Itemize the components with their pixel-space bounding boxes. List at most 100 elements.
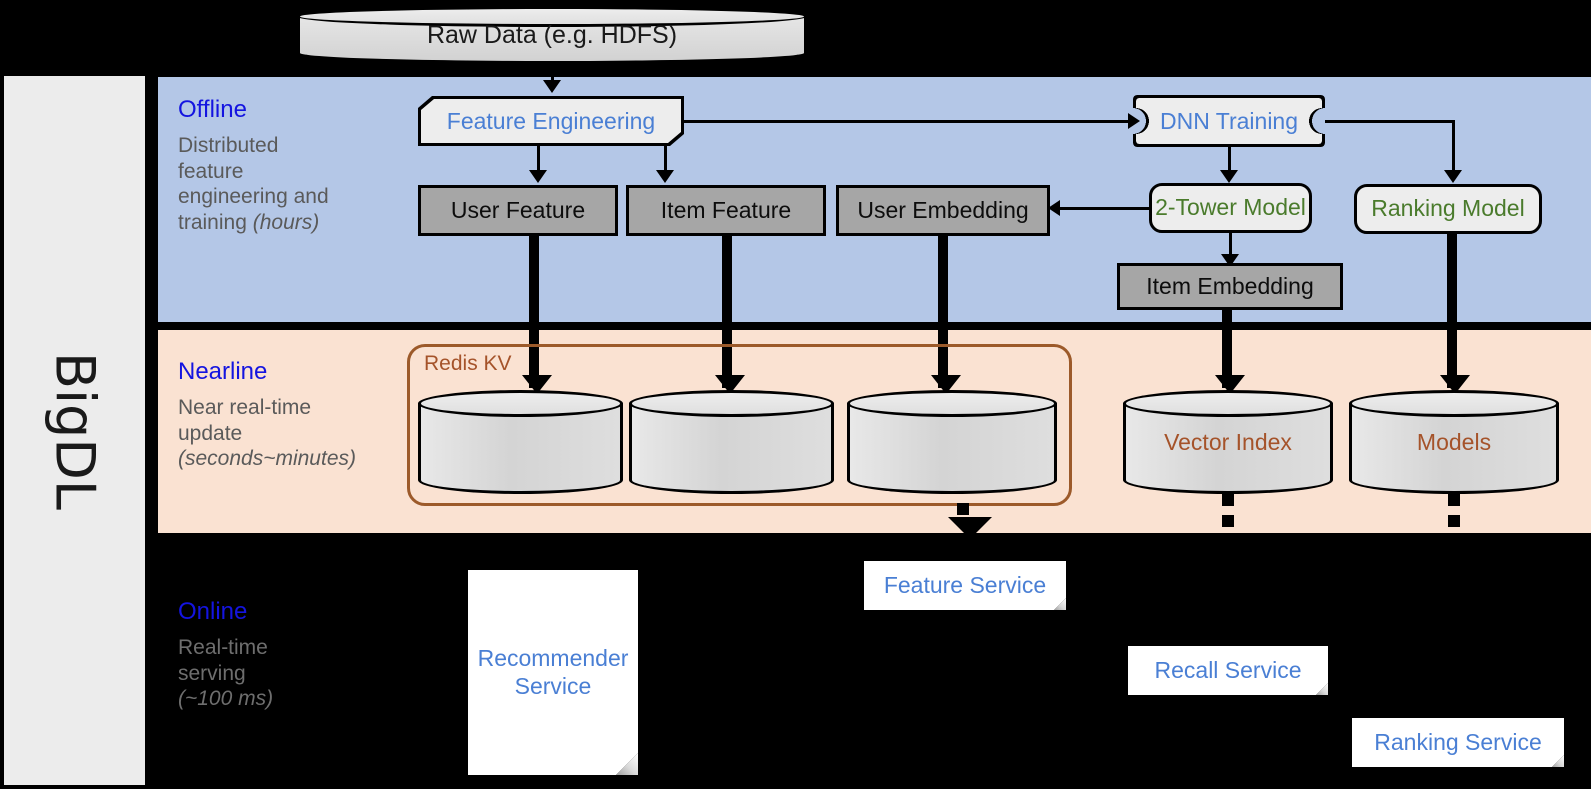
redis-kv-container [407, 344, 1072, 506]
dnn-training-fill [1136, 98, 1322, 144]
two-tower-model-label: 2-Tower Model [1155, 194, 1306, 221]
feature-service-label: Feature Service [883, 571, 1047, 598]
two-tower-model-node[interactable]: 2-Tower Model [1149, 183, 1312, 233]
online-band-text: Online Real-time serving (~100 ms) [178, 598, 393, 712]
item-feature-label: Item Feature [660, 196, 792, 223]
online-description: Real-time serving (~100 ms) [178, 635, 393, 712]
connector-fe-dnn-line [684, 120, 1130, 123]
pipe-rankingmodel-models [1447, 234, 1457, 388]
ranking-model-node[interactable]: Ranking Model [1354, 184, 1542, 234]
recommender-service-label-line-2: Service [514, 672, 592, 699]
ranking-model-label: Ranking Model [1371, 195, 1525, 222]
dash-recallservice-2 [1222, 515, 1234, 527]
pipe-userembedding-redis [938, 236, 948, 388]
connector-fe-itemfeature-arrow [656, 170, 674, 183]
redis-kv-label: Redis KV [424, 352, 512, 375]
offline-desc-line-3: engineering and [178, 185, 329, 209]
redis-cylinder-3-top [847, 390, 1057, 417]
redis-cylinder-3-body [847, 403, 1057, 494]
recommender-service-label-line-1: Recommender [477, 644, 629, 671]
recommender-service-label: Recommender Service [468, 570, 638, 775]
offline-desc-line-1: Distributed [178, 134, 279, 157]
vector-index-cylinder-body [1123, 403, 1333, 494]
redis-cylinder-2-top [629, 390, 834, 417]
bigdl-sidebar: BigDL [4, 76, 145, 785]
dash-recallservice-1 [1222, 494, 1234, 506]
raw-data-label: Raw Data (e.g. HDFS) [426, 20, 678, 49]
raw-data-cylinder: Raw Data (e.g. HDFS) [297, 6, 807, 64]
online-desc-line-3-italic: (~100 ms) [178, 687, 274, 711]
recommender-service-node[interactable]: Recommender Service [468, 570, 638, 775]
ranking-service-label: Ranking Service [1374, 728, 1542, 755]
connector-dnn-twotower-line [1228, 147, 1231, 175]
offline-desc-line-4-text: training [178, 210, 253, 234]
vector-index-label: Vector Index [1164, 428, 1292, 455]
redis-cylinder-1-body [418, 403, 623, 494]
connector-dnn-ranking-v [1452, 120, 1455, 176]
pipe-userfeature-redis [529, 236, 539, 388]
vector-index-cylinder[interactable]: Vector Index [1123, 390, 1333, 494]
recall-service-node[interactable]: Recall Service [1128, 646, 1328, 695]
connector-fe-userfeature-line [537, 146, 540, 174]
offline-desc-line-2: feature [178, 159, 244, 183]
nearline-desc-line-2: update [178, 421, 243, 445]
connector-rawdata-fe-line [551, 64, 554, 84]
redis-cylinder-user-embedding [847, 390, 1057, 494]
item-embedding-node[interactable]: Item Embedding [1117, 263, 1343, 310]
models-cylinder[interactable]: Models [1349, 390, 1559, 494]
user-embedding-label: User Embedding [857, 196, 1029, 223]
offline-description: Distributed feature engineering and trai… [178, 133, 393, 235]
connector-fe-itemfeature-line [664, 146, 667, 174]
offline-band-text: Offline Distributed feature engineering … [178, 96, 393, 235]
recommender-service-sheet [468, 570, 638, 775]
raw-data-cylinder-top [297, 6, 807, 27]
online-title: Online [178, 598, 248, 625]
nearline-desc-line-3-italic: (seconds~minutes) [178, 447, 356, 471]
online-desc-line-1: Real-time [178, 636, 268, 659]
dnn-training-node[interactable]: DNN Training [1133, 95, 1325, 147]
connector-dnn-twotower-arrow [1220, 170, 1238, 183]
connector-twotower-itemembedding-line [1229, 233, 1232, 260]
user-feature-node[interactable]: User Feature [418, 185, 618, 236]
connector-dnn-ranking-h [1325, 120, 1455, 123]
feature-service-sheet [864, 561, 1066, 610]
offline-title: Offline [178, 96, 247, 123]
connector-rawdata-fe-arrow [543, 80, 561, 93]
redis-cylinder-item-feature [629, 390, 834, 494]
recall-service-sheet [1128, 646, 1328, 695]
offline-desc-line-4-italic: (hours) [252, 210, 320, 234]
dnn-training-label: DNN Training [1159, 107, 1299, 134]
dash-featureservice-1 [957, 503, 969, 515]
online-desc-line-2: serving [178, 661, 246, 685]
feature-service-node[interactable]: Feature Service [864, 561, 1066, 610]
item-feature-node[interactable]: Item Feature [626, 185, 826, 236]
ranking-service-node[interactable]: Ranking Service [1352, 718, 1564, 767]
nearline-title: Nearline [178, 358, 268, 385]
connector-twotower-userembedding-line [1058, 207, 1151, 210]
connector-twotower-userembedding-arrow [1048, 200, 1060, 216]
redis-cylinder-2-body [629, 403, 834, 494]
bigdl-label: BigDL [43, 351, 106, 510]
user-feature-label: User Feature [450, 196, 586, 223]
feature-engineering-node[interactable]: Feature Engineering [418, 96, 684, 146]
item-embedding-label: Item Embedding [1146, 272, 1314, 299]
models-cylinder-body [1349, 403, 1559, 494]
connector-fe-userfeature-arrow [529, 170, 547, 183]
dash-rankingservice-2 [1448, 515, 1460, 527]
feature-engineering-label: Feature Engineering [421, 99, 681, 143]
pipe-itemfeature-redis [722, 236, 732, 388]
models-label: Models [1416, 428, 1492, 455]
recall-service-label: Recall Service [1154, 656, 1302, 683]
user-embedding-node[interactable]: User Embedding [836, 185, 1050, 236]
redis-cylinder-1-top [418, 390, 623, 417]
offline-desc-line-4: training (hours) [178, 210, 393, 236]
ranking-service-sheet [1352, 718, 1564, 767]
nearline-description: Near real-time update (seconds~minutes) [178, 395, 393, 472]
vector-index-cylinder-top [1123, 390, 1333, 417]
connector-dnn-ranking-arrow [1444, 170, 1462, 183]
pipe-itemembedding-vectorindex [1222, 310, 1232, 388]
models-cylinder-top [1349, 390, 1559, 417]
connector-redis-featureservice-arrow [948, 517, 992, 539]
dash-rankingservice-1 [1448, 494, 1460, 506]
